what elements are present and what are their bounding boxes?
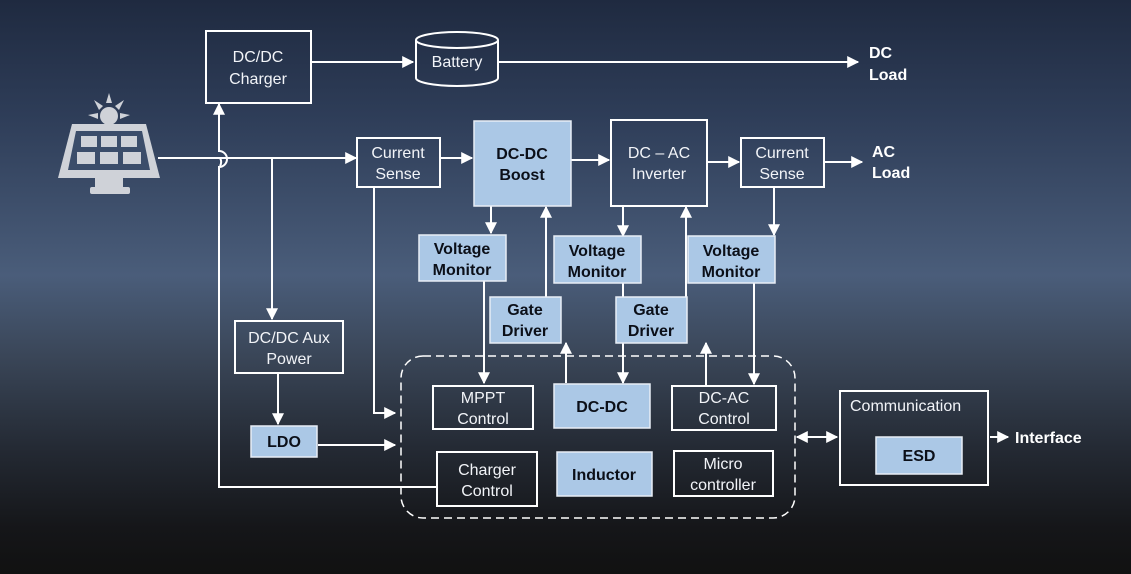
- output-dc-load: DC Load: [869, 45, 907, 84]
- block-label: Gate: [633, 302, 669, 319]
- connections: [158, 56, 1010, 488]
- block-label: DC/DC Aux: [248, 330, 330, 347]
- block-label: Current: [371, 145, 425, 162]
- block-battery: Battery: [415, 31, 499, 87]
- wire-solar-bus: [158, 157, 356, 167]
- block-label: Driver: [628, 323, 674, 340]
- output-label: Load: [872, 165, 910, 182]
- wire-current-sense-to-controller: [373, 187, 397, 419]
- block-label: Boost: [499, 167, 545, 184]
- block-label: Micro: [703, 456, 742, 473]
- block-label: Communication: [850, 398, 961, 415]
- block-current-sense-input: Current Sense: [356, 137, 441, 188]
- block-label: controller: [690, 477, 756, 494]
- block-label: ESD: [903, 448, 936, 465]
- block-label: Control: [461, 483, 513, 500]
- block-voltage-monitor-2: Voltage Monitor: [553, 235, 642, 284]
- block-label: Inverter: [632, 166, 687, 183]
- block-label: Voltage: [569, 243, 626, 260]
- block-label: Current: [755, 145, 809, 162]
- block-charger-control: Charger Control: [436, 451, 538, 507]
- block-esd: ESD: [875, 436, 963, 475]
- block-voltage-monitor-3: Voltage Monitor: [687, 235, 776, 284]
- block-dcac-inverter: DC – AC Inverter: [610, 119, 708, 207]
- block-dcdc-aux-power: DC/DC Aux Power: [234, 320, 344, 374]
- block-label: DC-DC: [576, 399, 628, 416]
- block-label: Voltage: [434, 241, 491, 258]
- wire-charger-control-to-charger: [213, 102, 437, 488]
- block-label: Voltage: [703, 243, 760, 260]
- block-label: Control: [457, 411, 509, 428]
- block-dcdc: DC-DC: [553, 383, 651, 429]
- block-label: Charger: [458, 462, 516, 479]
- output-interface: Interface: [1015, 430, 1082, 447]
- block-label: Monitor: [433, 262, 492, 279]
- block-label: Gate: [507, 302, 543, 319]
- output-label: Interface: [1015, 430, 1082, 447]
- block-label: Power: [266, 351, 312, 368]
- block-mppt-control: MPPT Control: [432, 385, 534, 430]
- output-label: DC: [869, 45, 893, 62]
- block-label: DC – AC: [628, 145, 690, 162]
- block-dcac-control: DC-AC Control: [671, 385, 777, 431]
- block-label: Control: [698, 411, 750, 428]
- block-label: MPPT: [461, 390, 506, 407]
- block-label: Monitor: [568, 264, 627, 281]
- block-dcdc-boost: DC-DC Boost: [473, 120, 572, 207]
- output-ac-load: AC Load: [872, 144, 910, 182]
- block-communication: Communication: [839, 390, 989, 486]
- block-label: DC-DC: [496, 146, 548, 163]
- block-label: Monitor: [702, 264, 761, 281]
- block-label: Battery: [432, 54, 483, 71]
- block-current-sense-output: Current Sense: [740, 137, 825, 188]
- block-inductor: Inductor: [556, 451, 653, 497]
- block-label: Sense: [375, 166, 420, 183]
- output-label: AC: [872, 144, 896, 161]
- block-label: Driver: [502, 323, 548, 340]
- block-label: Charger: [229, 71, 287, 88]
- block-gate-driver-2: Gate Driver: [615, 296, 688, 344]
- block-dcdc-charger: DC/DC Charger: [205, 30, 312, 104]
- block-label: Inductor: [572, 467, 636, 484]
- solar-panel-icon: [58, 93, 160, 194]
- block-label: DC-AC: [699, 390, 750, 407]
- block-gate-driver-1: Gate Driver: [489, 296, 562, 344]
- block-label: DC/DC: [233, 49, 284, 66]
- output-label: Load: [869, 67, 907, 84]
- controller-enclosure: [400, 355, 796, 519]
- block-label: LDO: [267, 434, 301, 451]
- block-microcontroller: Micro controller: [673, 450, 774, 497]
- block-label: Sense: [759, 166, 804, 183]
- block-voltage-monitor-1: Voltage Monitor: [418, 234, 507, 282]
- block-ldo: LDO: [250, 425, 318, 458]
